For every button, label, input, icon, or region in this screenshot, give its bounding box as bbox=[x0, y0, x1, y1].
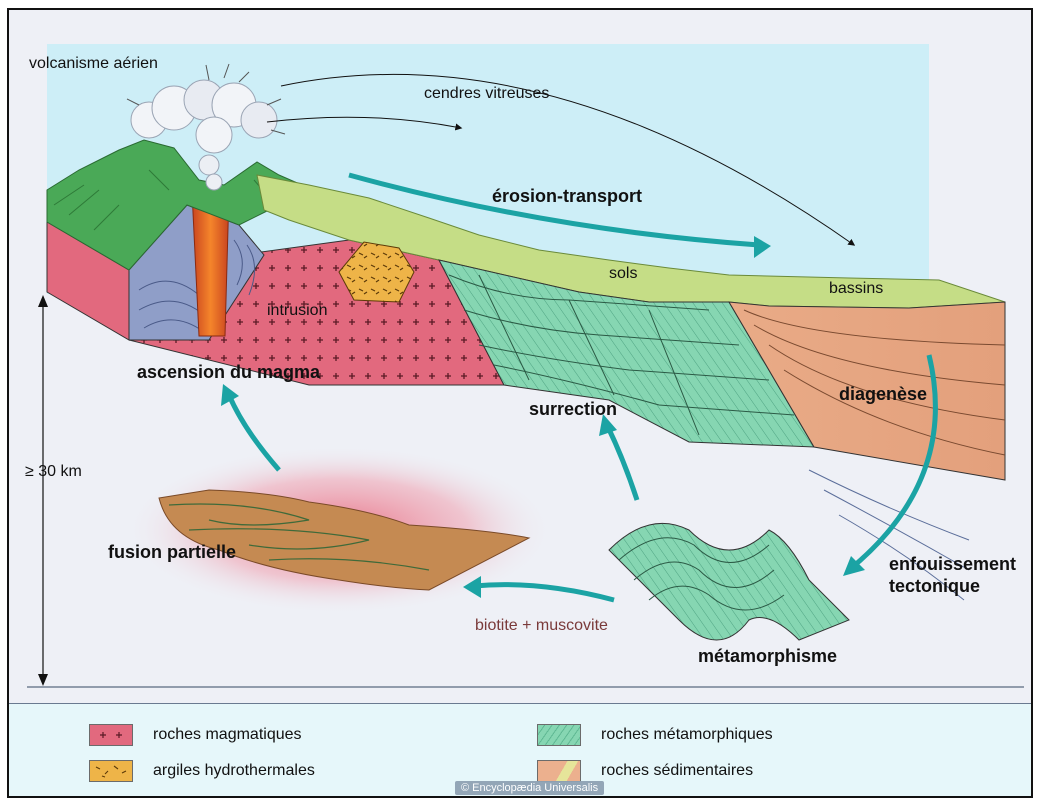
label-bassins: bassins bbox=[829, 280, 883, 297]
label-diagenese: diagenèse bbox=[839, 384, 927, 404]
label-volcanisme: volcanisme aérien bbox=[29, 55, 158, 72]
legend-label-sedimentary: roches sédimentaires bbox=[601, 762, 753, 780]
credit-badge: © Encyclopædia Universalis bbox=[455, 781, 604, 795]
label-surrection: surrection bbox=[529, 399, 617, 419]
metamorphic-fold bbox=[609, 523, 849, 640]
label-sols: sols bbox=[609, 265, 637, 282]
legend-label-clay: argiles hydrothermales bbox=[153, 762, 315, 780]
label-cendres: cendres vitreuses bbox=[424, 85, 549, 102]
label-biotite: biotite + muscovite bbox=[475, 617, 608, 634]
label-enfouissement: enfouissement bbox=[889, 554, 1016, 574]
legend-item-metamorphic: roches métamorphiques bbox=[537, 724, 773, 746]
rock-cycle-diagram: volcanisme aérien cendres vitreuses éros… bbox=[9, 10, 1031, 703]
magmatic-swatch bbox=[89, 724, 133, 746]
legend-item-magmatic: roches magmatiques bbox=[89, 724, 302, 746]
label-depth: ≥ 30 km bbox=[25, 463, 82, 480]
label-metamorphisme: métamorphisme bbox=[698, 646, 837, 666]
label-ascension: ascension du magma bbox=[137, 362, 321, 382]
legend-item-clay: argiles hydrothermales bbox=[89, 760, 315, 782]
label-intrusion: intrusion bbox=[267, 302, 327, 319]
clay-swatch bbox=[89, 760, 133, 782]
diagram-frame: volcanisme aérien cendres vitreuses éros… bbox=[7, 8, 1033, 798]
sedimentary-swatch bbox=[537, 760, 581, 782]
label-tectonique: tectonique bbox=[889, 576, 980, 596]
legend-label-metamorphic: roches métamorphiques bbox=[601, 726, 773, 744]
legend-label-magmatic: roches magmatiques bbox=[153, 726, 302, 744]
legend-item-sedimentary: roches sédimentaires bbox=[537, 760, 753, 782]
label-fusion: fusion partielle bbox=[108, 542, 236, 562]
metamorphic-swatch bbox=[537, 724, 581, 746]
label-erosion: érosion-transport bbox=[492, 186, 642, 206]
depth-scale bbox=[38, 295, 48, 686]
